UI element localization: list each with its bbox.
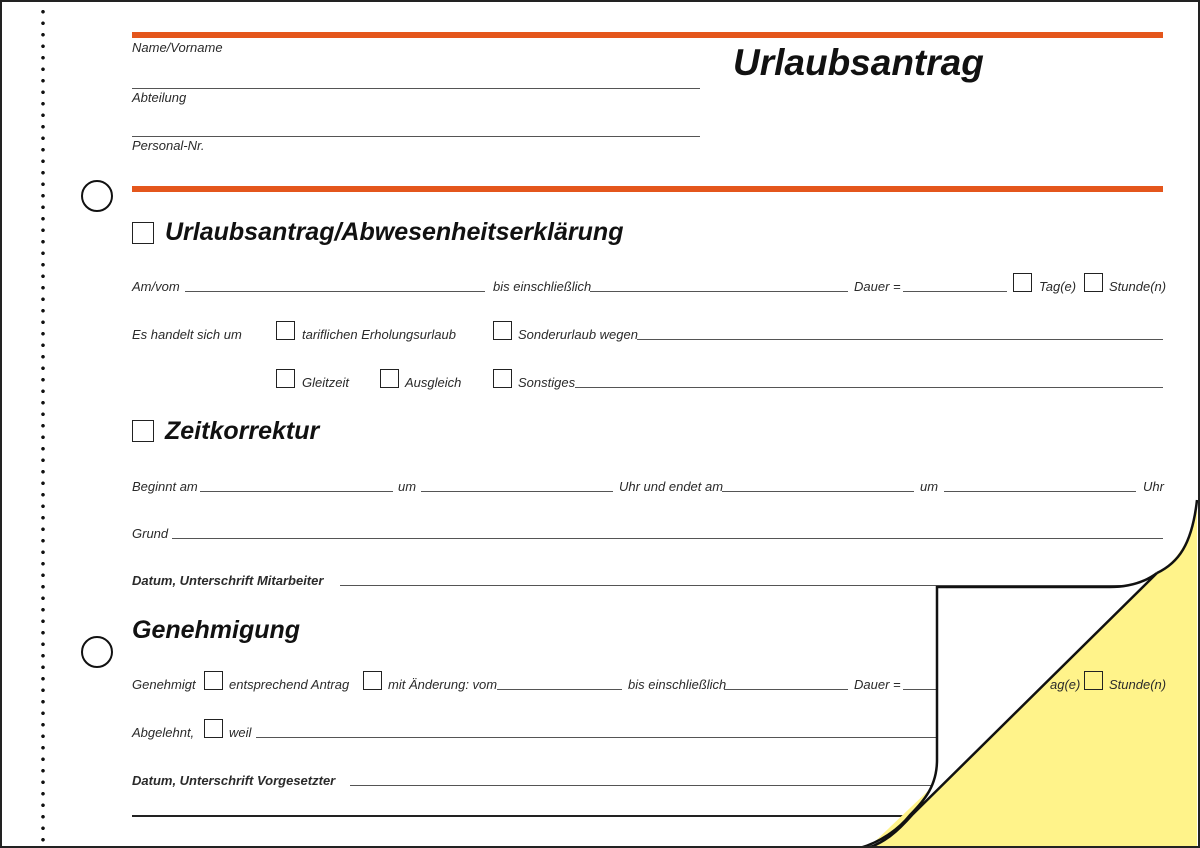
name-label: Name/Vorname	[132, 40, 223, 55]
leave-section-heading: Urlaubsantrag/Abwesenheitserklärung	[165, 218, 624, 246]
regular-leave-label: tariflichen Erholungsurlaub	[302, 327, 456, 342]
as-requested-checkbox[interactable]	[204, 671, 223, 690]
rejected-label: Abgelehnt,	[132, 725, 195, 740]
flextime-label: Gleitzeit	[302, 375, 349, 390]
employee-signature-label: Datum, Unterschrift Mitarbeiter	[132, 573, 324, 588]
bottom-rule	[132, 815, 1163, 817]
perforation	[41, 6, 45, 846]
days-label: ag(e)	[1050, 677, 1081, 692]
reason-label: Grund	[132, 526, 169, 541]
supervisor-signature-label: Datum, Unterschrift Vorgesetzter	[132, 773, 336, 788]
curled-corner-flap	[859, 571, 1158, 848]
hours-label: Stunde(n)	[1109, 279, 1167, 294]
clock-label: Uhr	[1143, 479, 1164, 494]
special-leave-reason-field[interactable]	[637, 339, 1163, 340]
end-date-field[interactable]	[722, 491, 914, 492]
time-correction-checkbox[interactable]	[132, 420, 154, 442]
days-checkbox[interactable]	[1013, 273, 1032, 292]
approved-hours-checkbox[interactable]	[1084, 671, 1103, 690]
flextime-checkbox[interactable]	[276, 369, 295, 388]
approval-heading: Genehmigung	[132, 616, 301, 644]
with-change-label: mit Änderung: vom	[388, 677, 498, 692]
punch-hole	[81, 180, 113, 212]
from-date-field[interactable]	[185, 291, 485, 292]
other-reason-field[interactable]	[575, 387, 1163, 388]
hours-label: Stunde(n)	[1109, 677, 1167, 692]
starts-label: Beginnt am	[132, 479, 198, 494]
special-leave-label: Sonderurlaub wegen	[518, 327, 638, 342]
because-label: weil	[229, 725, 252, 740]
punch-hole	[81, 636, 113, 668]
at-label: um	[398, 479, 417, 494]
accent-bar	[132, 186, 1163, 192]
reason-field[interactable]	[172, 538, 1163, 539]
employee-signature-field[interactable]	[340, 585, 1163, 586]
as-requested-label: entsprechend Antrag	[229, 677, 350, 692]
personnel-no-label: Personal-Nr.	[132, 138, 205, 153]
duration-label: Dauer =	[854, 677, 901, 692]
rejection-reason-field[interactable]	[256, 737, 1163, 738]
yellow-copy-sheet	[868, 505, 1197, 848]
regular-leave-checkbox[interactable]	[276, 321, 295, 340]
type-label: Es handelt sich um	[132, 327, 242, 342]
end-time-field[interactable]	[944, 491, 1136, 492]
changed-until-field[interactable]	[724, 689, 848, 690]
approved-label: Genehmigt	[132, 677, 196, 692]
leave-request-checkbox[interactable]	[132, 222, 154, 244]
duration-label: Dauer =	[854, 279, 901, 294]
days-label: Tag(e)	[1039, 279, 1077, 294]
compensation-label: Ausgleich	[405, 375, 462, 390]
accent-bar-top	[132, 32, 1163, 38]
ends-label: Uhr und endet am	[619, 479, 724, 494]
with-change-checkbox[interactable]	[363, 671, 382, 690]
time-correction-heading: Zeitkorrektur	[165, 417, 320, 445]
department-label: Abteilung	[132, 90, 187, 105]
duration-field[interactable]	[903, 291, 1007, 292]
page-edge	[1156, 499, 1199, 575]
at-label: um	[920, 479, 939, 494]
compensation-checkbox[interactable]	[380, 369, 399, 388]
rejected-checkbox[interactable]	[204, 719, 223, 738]
supervisor-signature-field[interactable]	[350, 785, 1163, 786]
hours-checkbox[interactable]	[1084, 273, 1103, 292]
special-leave-checkbox[interactable]	[493, 321, 512, 340]
until-date-field[interactable]	[590, 291, 848, 292]
other-label: Sonstiges	[518, 375, 576, 390]
changed-from-field[interactable]	[497, 689, 622, 690]
form-title: Urlaubsantrag	[733, 42, 984, 83]
start-time-field[interactable]	[421, 491, 613, 492]
until-label: bis einschließlich	[628, 677, 727, 692]
other-checkbox[interactable]	[493, 369, 512, 388]
start-date-field[interactable]	[200, 491, 393, 492]
until-label: bis einschließlich	[493, 279, 592, 294]
department-field[interactable]	[132, 136, 700, 137]
name-field[interactable]	[132, 88, 700, 89]
from-label: Am/vom	[132, 279, 180, 294]
